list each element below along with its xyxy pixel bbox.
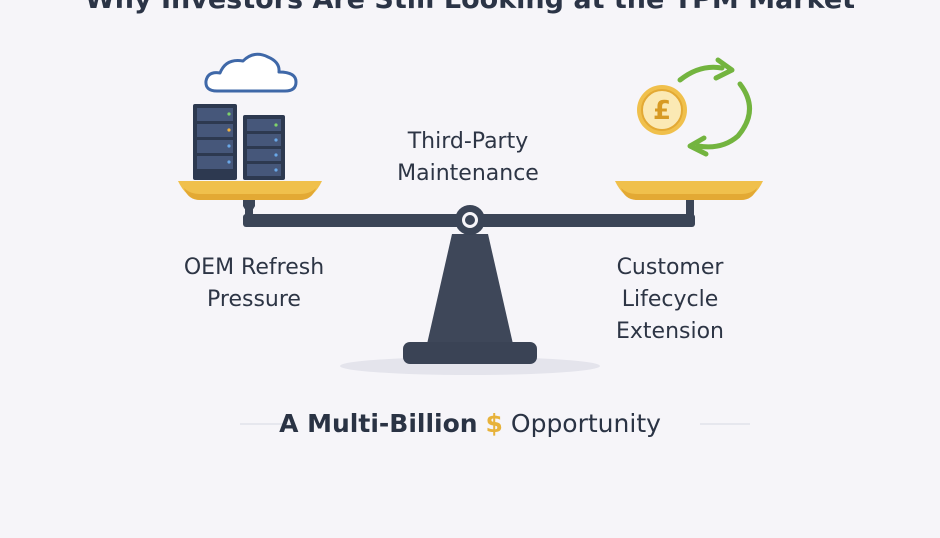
third-party-maintenance-label: Third-Party Maintenance bbox=[397, 129, 539, 186]
left-pan bbox=[178, 181, 322, 200]
right-hanger-stem bbox=[686, 196, 694, 216]
scale-base bbox=[403, 342, 537, 364]
customer-lifecycle-extension-label: Customer Lifecycle Extension bbox=[615, 255, 724, 344]
tagline-rest: Opportunity bbox=[510, 409, 661, 438]
tagline-bold: A Multi-Billion bbox=[279, 409, 478, 438]
dollar-symbol: $ bbox=[485, 409, 503, 438]
svg-text:£: £ bbox=[653, 96, 671, 126]
server-rack-icon bbox=[193, 104, 285, 180]
cycle-arrows-icon bbox=[677, 57, 752, 157]
right-pan bbox=[615, 181, 763, 200]
oem-refresh-pressure-label: OEM Refresh Pressure bbox=[183, 255, 325, 312]
cloud-icon bbox=[204, 52, 298, 93]
page-title: Why Investors Are Still Looking at the T… bbox=[0, 0, 940, 15]
scale-stand bbox=[427, 234, 513, 344]
pound-coin-icon: £ bbox=[637, 85, 687, 135]
tagline: A Multi-Billion $ Opportunity bbox=[240, 404, 700, 444]
left-hanger-stem bbox=[245, 196, 253, 216]
